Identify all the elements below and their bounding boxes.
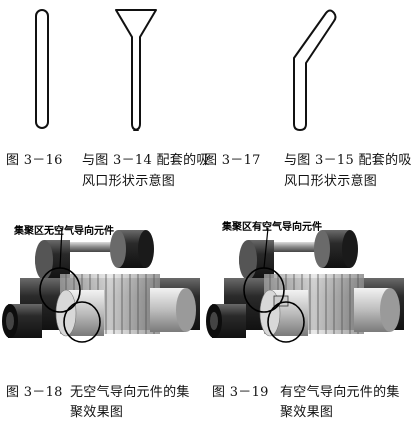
bent-slot-shape (293, 9, 337, 131)
straight-slot-shape (35, 9, 49, 129)
figure-3-17-caption: 图 3－17 与图 3－15 配套的吸 (204, 150, 412, 171)
figure-3-16-caption-line2: 风口形状示意图 (82, 174, 176, 189)
figure-3-19-caption: 图 3－19 有空气导向元件的集 (212, 382, 400, 403)
figure-3-16-caption-cont: 风口形状示意图 (82, 171, 175, 192)
figure-3-18-caption-cont: 聚效果图 (70, 402, 123, 423)
figure-3-18-photo (2, 227, 200, 343)
figure-3-19-annotation: 集聚区有空气导向元件 (222, 222, 322, 233)
figure-3-18-caption-line1: 无空气导向元件的集 (70, 385, 190, 400)
figure-3-19-caption-line2: 聚效果图 (280, 405, 334, 420)
figure-3-18-caption-line2: 聚效果图 (70, 405, 124, 420)
figure-3-19-number: 图 3－19 (212, 385, 269, 400)
figure-3-19-photo (206, 227, 404, 343)
figure-3-17-caption-line2: 风口形状示意图 (284, 174, 378, 189)
figure-3-18-annotation: 集聚区无空气导向元件 (14, 226, 114, 237)
figure-3-19-caption-line1: 有空气导向元件的集 (280, 385, 400, 400)
figure-3-17-number: 图 3－17 (204, 153, 261, 168)
figure-3-17-caption-cont: 风口形状示意图 (284, 171, 377, 192)
figure-3-18-caption: 图 3－18 无空气导向元件的集 (6, 382, 190, 403)
funnel-slot-shape (115, 9, 157, 131)
figure-3-18-number: 图 3－18 (6, 385, 63, 400)
figure-3-16-caption: 图 3－16 与图 3－14 配套的吸 (6, 150, 210, 171)
figure-3-16-drawing (35, 9, 337, 131)
figure-3-19-caption-cont: 聚效果图 (280, 402, 333, 423)
figure-3-16-number: 图 3－16 (6, 153, 63, 168)
figure-3-17-caption-line1: 与图 3－15 配套的吸 (284, 153, 412, 168)
figure-3-16-caption-line1: 与图 3－14 配套的吸 (82, 153, 210, 168)
